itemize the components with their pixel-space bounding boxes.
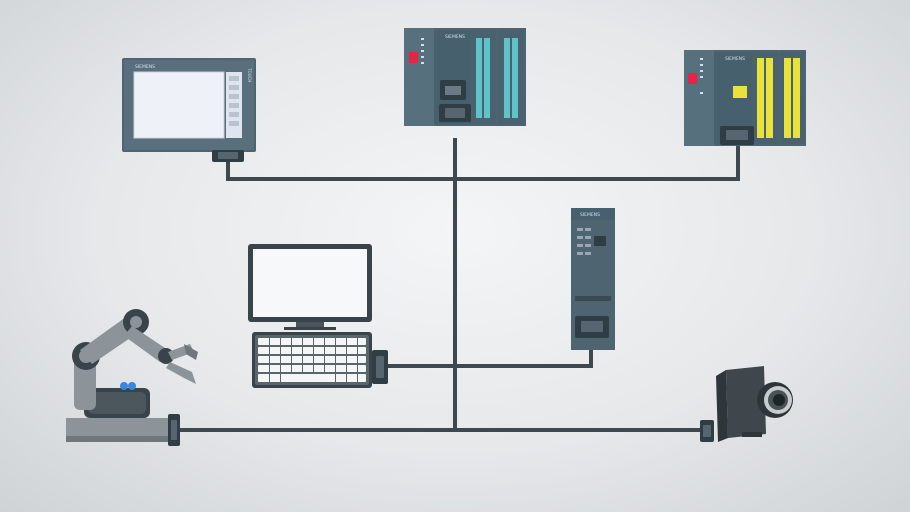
hmi-port-connector <box>212 150 244 162</box>
pc-port-connector <box>372 350 388 384</box>
network-switch[interactable]: SIEMENS <box>571 208 615 350</box>
plc-cpu-led-red <box>409 52 418 63</box>
plc-safety-port-connector <box>720 126 754 145</box>
switch-brand-label: SIEMENS <box>580 212 600 218</box>
robot-gripper <box>166 344 198 384</box>
plc-safety-led-red <box>688 73 697 84</box>
plc-cpu-port-connector <box>439 104 471 122</box>
plc-cpu-status-leds <box>421 38 424 64</box>
plc-cpu-rack[interactable]: SIEMENS <box>404 28 526 126</box>
hmi-brand-label: SIEMENS <box>135 64 155 70</box>
pc-workstation[interactable] <box>248 244 388 388</box>
pc-keyboard <box>252 332 372 388</box>
robot-port-connector <box>168 414 180 446</box>
camera-housing <box>726 366 766 438</box>
robot-status-leds <box>120 382 136 390</box>
switch-port-leds <box>577 228 591 255</box>
switch-rj45-port[interactable] <box>594 236 606 246</box>
pc-monitor <box>248 244 372 330</box>
plc-safety-rack[interactable]: SIEMENS <box>684 50 806 146</box>
hmi-side-label: TOUCH <box>247 67 252 82</box>
plc-cpu-io-modules <box>470 30 524 124</box>
plc-safety-status-leds <box>700 58 703 94</box>
plc-safety-io-modules <box>752 52 804 144</box>
plc-safety-display <box>733 86 747 98</box>
robot-forearm <box>124 326 168 362</box>
industrial-camera[interactable] <box>700 366 793 442</box>
plc-safety-brand-label: SIEMENS <box>725 56 745 62</box>
hmi-softkeys <box>229 76 239 126</box>
hmi-screen <box>133 71 225 139</box>
switch-port-connector <box>575 316 609 338</box>
robot-arm[interactable] <box>66 309 198 446</box>
camera-lens-inner <box>773 394 785 406</box>
plc-cpu-brand-label: SIEMENS <box>445 34 465 40</box>
hmi-touch-panel[interactable]: SIEMENS TOUCH <box>122 58 256 162</box>
camera-port-connector <box>700 420 714 442</box>
